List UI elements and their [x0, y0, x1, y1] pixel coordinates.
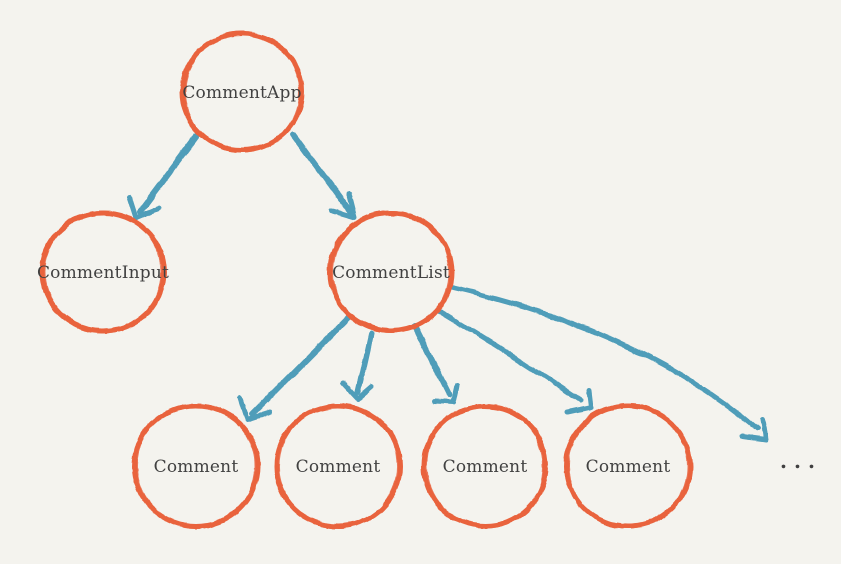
node-label-comment-4: Comment	[586, 457, 671, 477]
node-label-comment-app: CommentApp	[182, 83, 301, 103]
node-label-comment-1: Comment	[154, 457, 239, 477]
node-label-comment-list: CommentList	[332, 263, 450, 283]
edge-commentlist-comment2	[340, 331, 375, 402]
node-comment-2	[273, 403, 403, 529]
node-comment-4	[563, 403, 693, 529]
node-labels: CommentApp CommentInput CommentList Comm…	[37, 83, 822, 477]
node-label-comment-input: CommentInput	[37, 263, 169, 283]
node-label-comment-2: Comment	[296, 457, 381, 477]
node-comment-1	[131, 403, 261, 529]
edge-commentlist-ellipsis	[446, 284, 768, 443]
edge-commentlist-comment1	[238, 314, 352, 423]
edge-commentlist-comment4	[434, 306, 593, 415]
node-comment-3	[421, 403, 549, 529]
edge-commentapp-commentlist	[290, 131, 358, 221]
node-comment-app	[179, 31, 305, 153]
node-comment-input	[39, 210, 167, 334]
node-label-comment-3: Comment	[443, 457, 528, 477]
edge-commentlist-comment3	[412, 324, 460, 406]
node-comment-list	[327, 210, 455, 334]
ellipsis-node: ...	[780, 449, 822, 473]
edge-commentapp-commentinput	[126, 134, 199, 221]
